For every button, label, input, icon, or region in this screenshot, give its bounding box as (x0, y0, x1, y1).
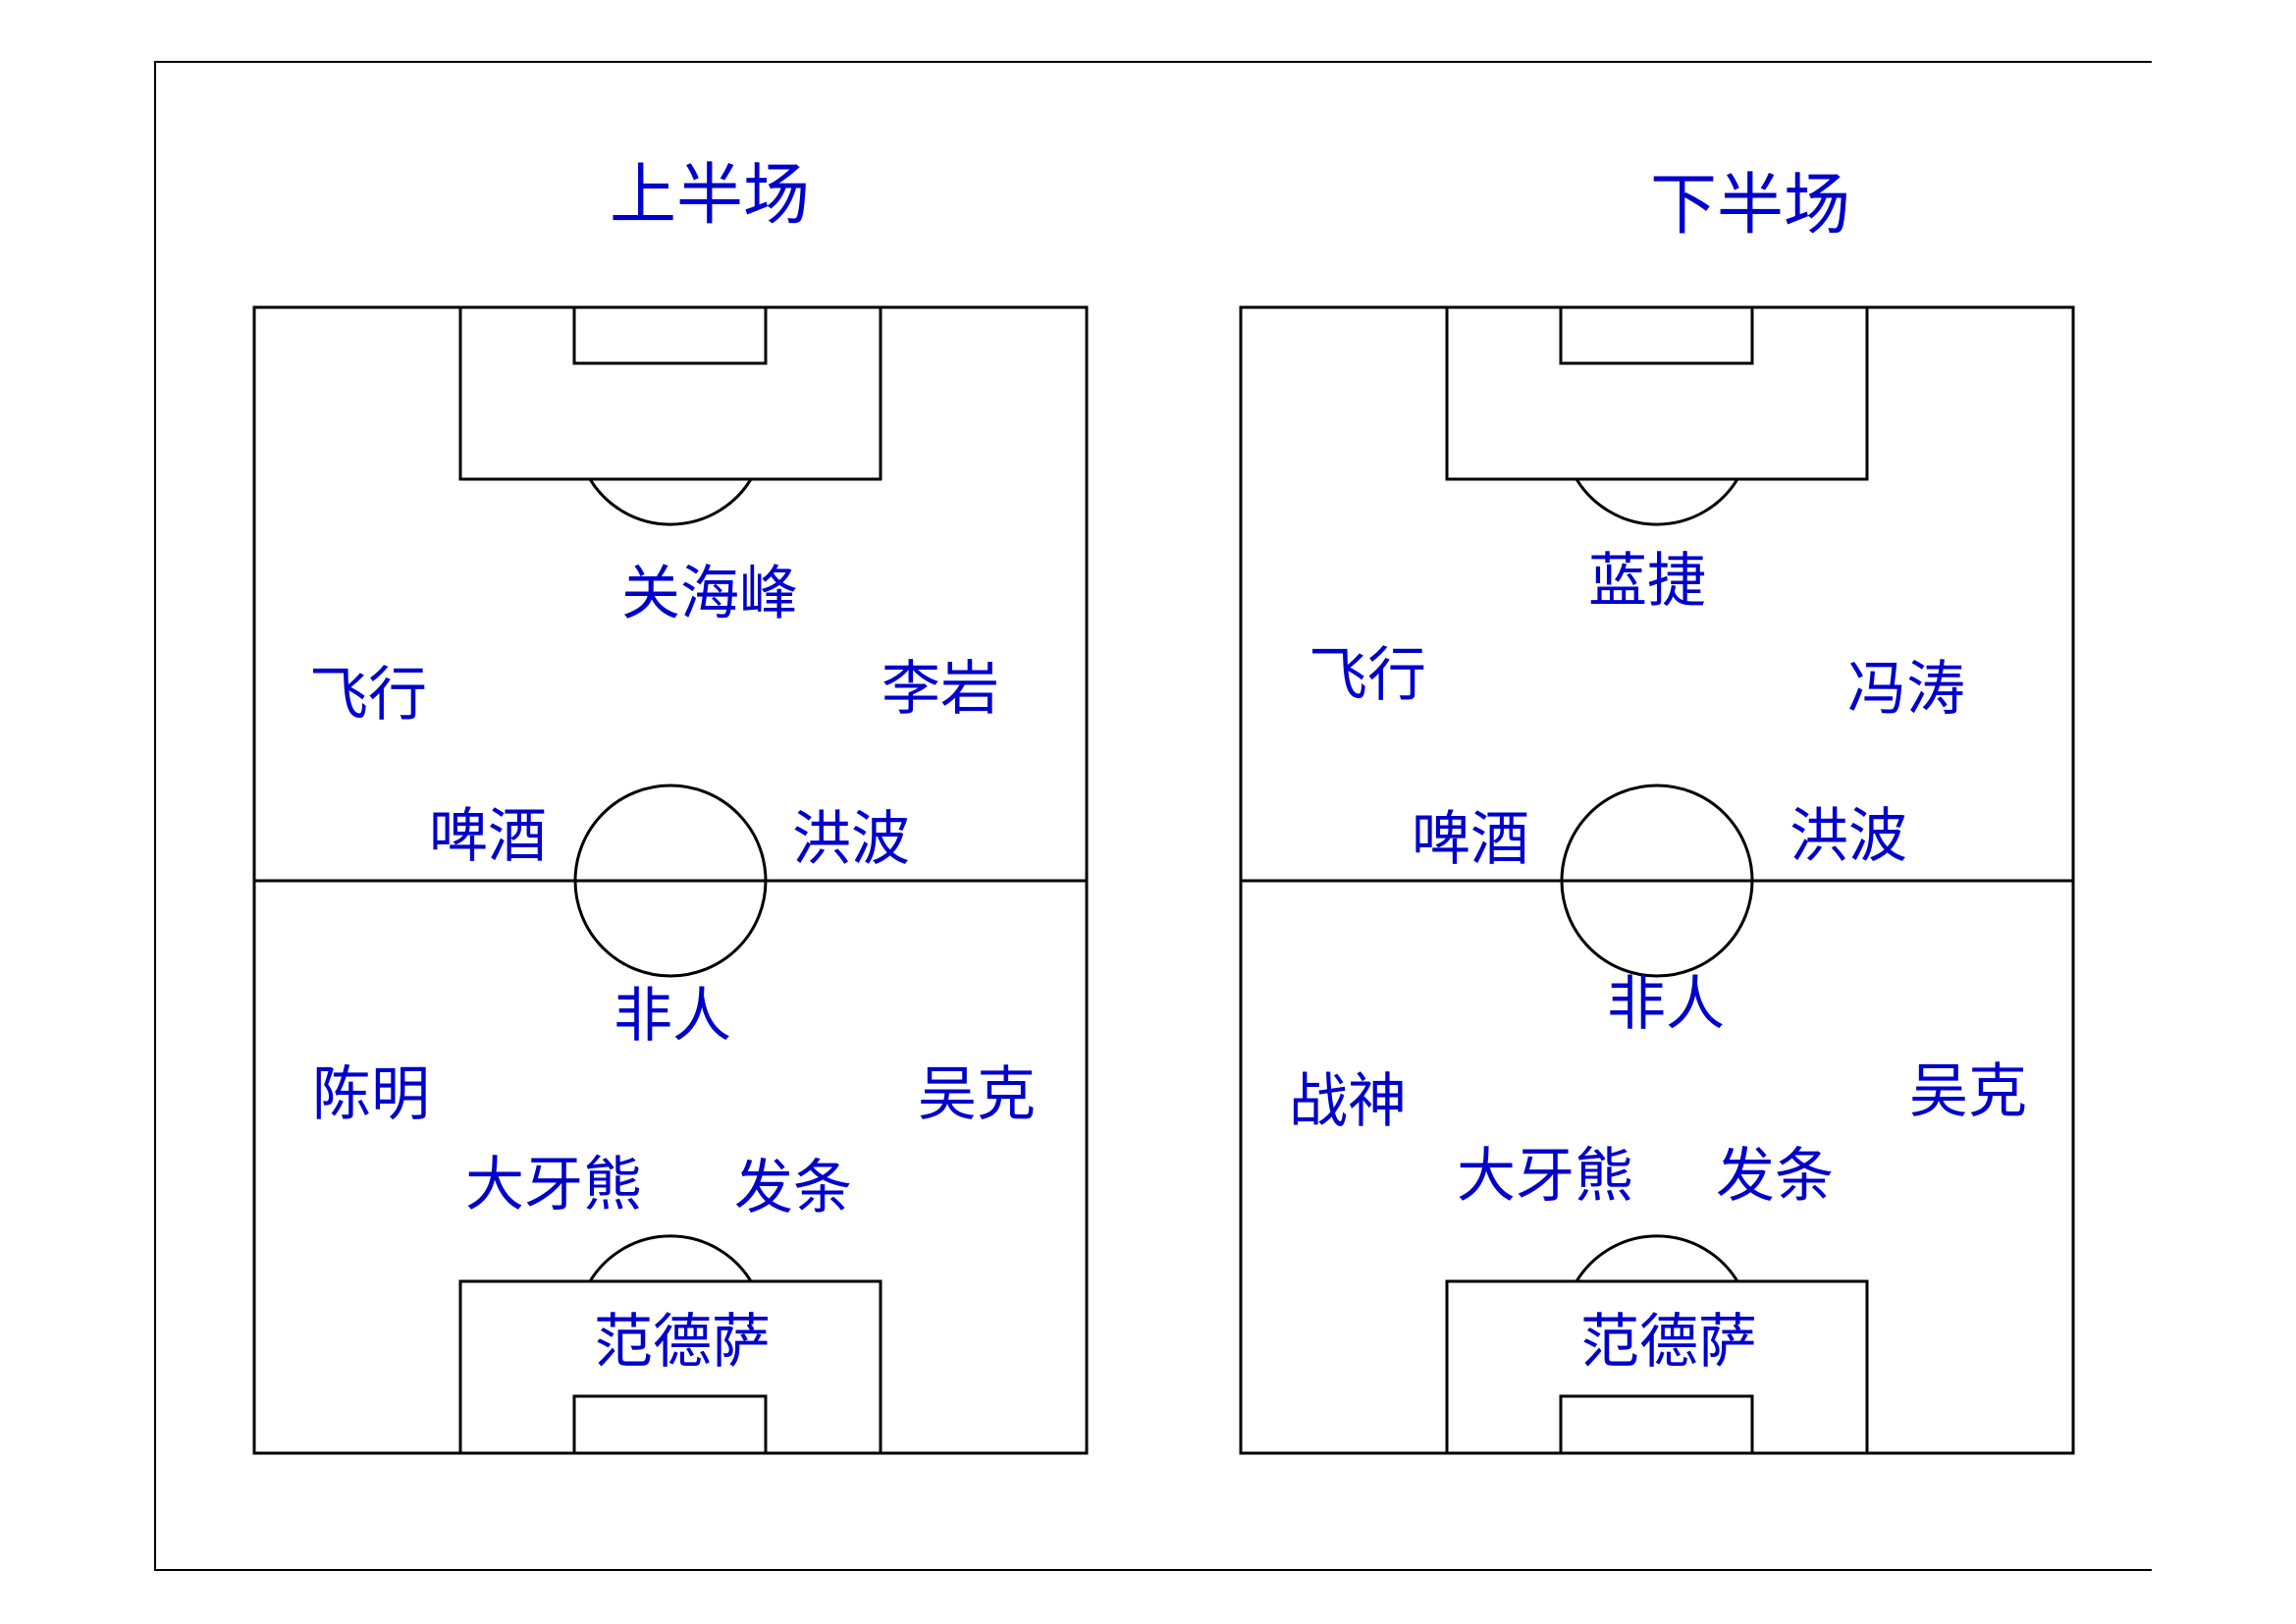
player-label: 发条 (734, 1154, 852, 1222)
top-penalty-arc (588, 478, 753, 526)
top-penalty-arc (1575, 478, 1739, 526)
player-label: 战神 (1289, 1067, 1407, 1136)
player-label: 啤酒 (429, 802, 547, 871)
player-label: 蓝捷 (1588, 547, 1706, 616)
first-half-pitch: 上半场 关海峰 飞行 李岩 啤酒 洪波 非人 陈明 吴克 大牙熊 发条 范德萨 (252, 157, 1089, 1455)
player-label: 发条 (1716, 1142, 1834, 1211)
player-label: 关海峰 (621, 560, 798, 628)
player-label: 洪波 (792, 805, 910, 874)
player-label: 范德萨 (594, 1308, 771, 1377)
bottom-goal-area (572, 1394, 768, 1455)
top-penalty-area (1445, 305, 1869, 481)
player-label: 飞行 (1308, 641, 1426, 710)
player-label: 洪波 (1789, 802, 1907, 871)
player-label: 非人 (1607, 970, 1725, 1039)
player-label: 非人 (614, 982, 731, 1051)
bottom-penalty-arc (588, 1234, 753, 1282)
center-circle (1560, 784, 1754, 978)
player-label: 飞行 (309, 661, 427, 730)
bottom-goal-area (1559, 1394, 1754, 1455)
top-goal-area (572, 305, 768, 365)
player-label: 陈明 (312, 1060, 430, 1129)
top-penalty-area (458, 305, 882, 481)
player-label: 范德萨 (1580, 1308, 1757, 1377)
top-goal-area (1559, 305, 1754, 365)
player-label: 啤酒 (1412, 805, 1529, 874)
player-label: 吴克 (918, 1060, 1036, 1129)
second-half-title: 下半场 (1650, 167, 1850, 244)
second-half-pitch: 下半场 蓝捷 飞行 冯涛 啤酒 洪波 非人 战神 吴克 大牙熊 发条 范德萨 (1239, 167, 2075, 1455)
player-label: 冯涛 (1847, 655, 1965, 724)
center-circle (573, 784, 768, 978)
player-label: 大牙熊 (1457, 1142, 1633, 1211)
first-half-title: 上半场 (610, 157, 810, 235)
player-label: 吴克 (1909, 1057, 2027, 1126)
player-label: 李岩 (881, 655, 999, 724)
player-label: 大牙熊 (465, 1151, 642, 1219)
page-frame (154, 61, 2152, 1571)
bottom-penalty-arc (1575, 1234, 1739, 1282)
